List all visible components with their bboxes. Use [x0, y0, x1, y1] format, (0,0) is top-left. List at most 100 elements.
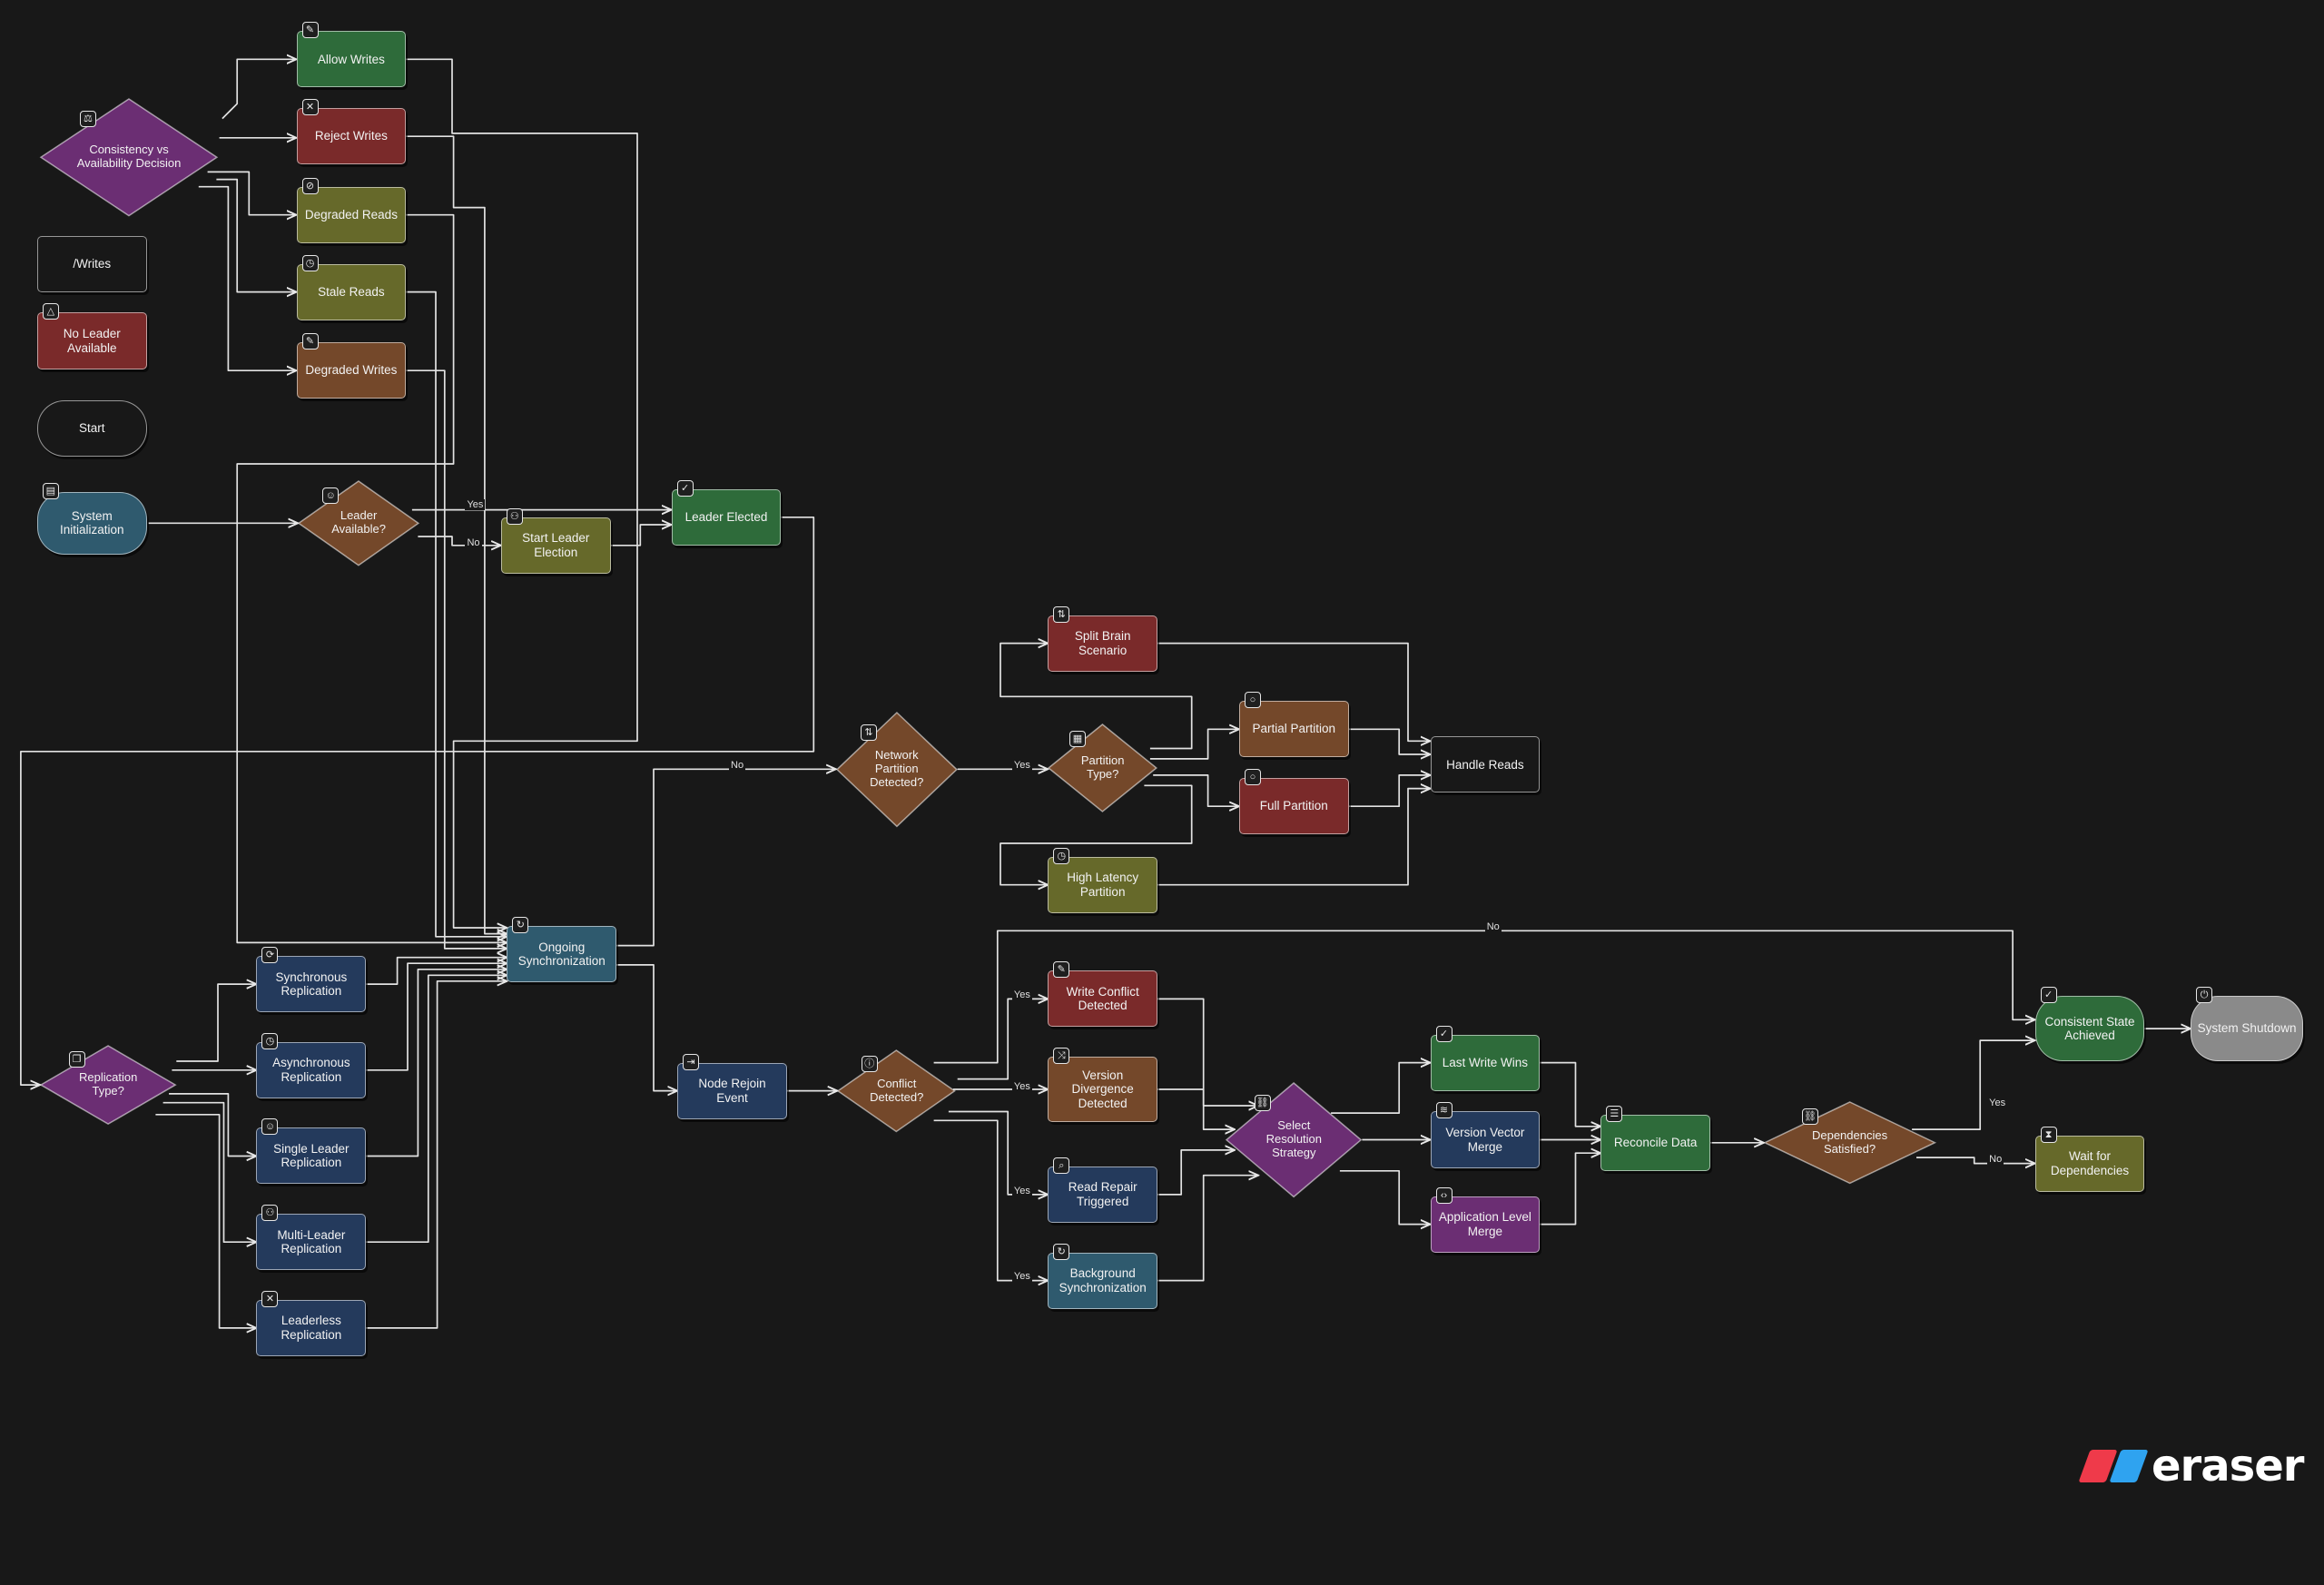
diamond-fill	[39, 97, 219, 217]
node-multi-leader[interactable]: Multi-Leader Replication	[256, 1214, 367, 1271]
node-label: Handle Reads	[1446, 757, 1524, 772]
node-split-brain[interactable]: Split Brain Scenario	[1048, 615, 1158, 672]
edge-sync_rep-to-ongoing_sync	[366, 958, 507, 985]
node-label: Full Partition	[1259, 799, 1328, 813]
node-sys-init[interactable]: System Initialization	[36, 492, 147, 555]
node-wait-deps[interactable]: Wait for Dependencies	[2034, 1135, 2145, 1192]
edge-app_merge-to-reconcile	[1540, 1153, 1600, 1226]
node-label: Write Conflict Detected	[1066, 984, 1139, 1013]
node-version-div[interactable]: Version Divergence Detected	[1048, 1057, 1158, 1122]
refresh-icon: ↻	[1053, 1243, 1070, 1260]
node-label: Leader Available?	[331, 508, 386, 537]
node-vv-merge[interactable]: Version Vector Merge	[1430, 1111, 1541, 1168]
list-icon: ☰	[1606, 1105, 1623, 1122]
edge-label-yes: Yes	[1987, 1098, 2008, 1109]
node-degraded-reads[interactable]: Degraded Reads	[296, 186, 407, 243]
node-partition-type[interactable]: Partition Type?	[1048, 723, 1158, 812]
node-label: Split Brain Scenario	[1074, 629, 1131, 657]
edge-consistency-to-degraded_reads	[207, 171, 297, 214]
node-consistent[interactable]: Consistent State Achieved	[2034, 996, 2145, 1061]
node-rep-type[interactable]: Replication Type?	[39, 1045, 177, 1126]
edge-async_rep-to-ongoing_sync	[366, 963, 507, 1071]
node-start-election[interactable]: Start Leader Election	[500, 517, 611, 574]
server-icon: ▤	[42, 483, 59, 500]
edge-reject_writes-to-ongoing_sync	[406, 135, 507, 933]
pencil-icon: ✎	[301, 22, 319, 39]
node-full-partition[interactable]: Full Partition	[1238, 778, 1349, 835]
node-reconcile[interactable]: Reconcile Data	[1600, 1114, 1711, 1171]
node-label: Degraded Reads	[304, 207, 398, 222]
edge-full_partition-to-handle_reads	[1348, 775, 1431, 808]
node-handle-reads[interactable]: Handle Reads	[1430, 736, 1541, 793]
node-writes[interactable]: /Writes	[36, 235, 147, 292]
node-leaderless[interactable]: Leaderless Replication	[256, 1299, 367, 1356]
node-label: Application Level Merge	[1438, 1210, 1531, 1238]
eraser-logo-text: eraser	[2152, 1441, 2304, 1491]
link-icon: ⛓	[1254, 1094, 1271, 1111]
node-deps[interactable]: Dependencies Satisfied?	[1763, 1101, 1936, 1185]
edge-lww-to-reconcile	[1540, 1061, 1600, 1127]
node-leader-avail[interactable]: Leader Available?	[297, 480, 420, 566]
node-single-leader[interactable]: Single Leader Replication	[256, 1127, 367, 1185]
node-high-latency[interactable]: High Latency Partition	[1048, 856, 1158, 913]
shuffle-icon: ⤨	[1053, 1048, 1070, 1065]
node-lww[interactable]: Last Write Wins	[1430, 1034, 1541, 1091]
node-partial-partition[interactable]: Partial Partition	[1238, 701, 1349, 758]
node-no-leader[interactable]: No Leader Available	[36, 312, 147, 369]
diamond-shape	[835, 711, 958, 828]
node-label: Start	[78, 421, 105, 436]
node-reject-writes[interactable]: Reject Writes	[296, 108, 407, 165]
edge-split_brain-to-handle_reads	[1157, 642, 1430, 742]
node-read-repair[interactable]: Read Repair Triggered	[1048, 1166, 1158, 1223]
sync-icon: ⟳	[261, 947, 279, 964]
node-label: Network Partition Detected?	[870, 747, 924, 789]
edge-partition_type-to-partial_partition	[1149, 729, 1239, 760]
node-label: Background Synchronization	[1059, 1266, 1147, 1295]
circle-icon: ○	[1244, 692, 1261, 709]
check-icon: ✓	[1435, 1025, 1452, 1042]
node-start[interactable]: Start	[36, 399, 147, 457]
diamond-shape	[1226, 1081, 1363, 1198]
eye-off-icon: ⊘	[301, 177, 319, 194]
diamond-fill	[1226, 1081, 1363, 1198]
edge-consistency-to-stale_reads	[216, 178, 296, 292]
node-write-conflict[interactable]: Write Conflict Detected	[1048, 970, 1158, 1028]
node-ongoing-sync[interactable]: Ongoing Synchronization	[507, 926, 617, 983]
node-degraded-writes[interactable]: Degraded Writes	[296, 342, 407, 399]
node-async-rep[interactable]: Asynchronous Replication	[256, 1041, 367, 1098]
node-leader-elected[interactable]: Leader Elected	[671, 488, 782, 546]
node-net-partition[interactable]: Network Partition Detected?	[835, 711, 958, 828]
scale-icon: ⚖	[79, 111, 96, 128]
grid-icon: ▦	[1068, 731, 1086, 748]
node-label: Reject Writes	[314, 129, 388, 143]
node-app-merge[interactable]: Application Level Merge	[1430, 1196, 1541, 1253]
code-icon: ‹›	[1435, 1186, 1452, 1204]
edge-label-no: No	[1484, 921, 1502, 933]
node-select-strategy[interactable]: Select Resolution Strategy	[1226, 1081, 1363, 1198]
node-label: Start Leader Election	[522, 531, 590, 559]
node-node-rejoin[interactable]: Node Rejoin Event	[677, 1062, 787, 1119]
edge-label-yes: Yes	[1011, 989, 1032, 1001]
edge-consistency-to-allow_writes	[222, 59, 297, 120]
node-consistency[interactable]: Consistency vs Availability Decision	[39, 97, 219, 217]
node-shutdown[interactable]: System Shutdown	[2191, 996, 2304, 1061]
edge-stale_reads-to-ongoing_sync	[406, 290, 507, 937]
users-icon: ⚇	[506, 507, 523, 525]
edge-ongoing_sync-to-net_partition	[616, 769, 836, 947]
edge-label-yes: Yes	[1011, 760, 1032, 772]
node-stale-reads[interactable]: Stale Reads	[296, 263, 407, 320]
layers-icon: ≋	[1435, 1102, 1452, 1119]
node-allow-writes[interactable]: Allow Writes	[296, 31, 407, 88]
edge-rep_type-to-single_leader	[169, 1093, 256, 1157]
node-label: Allow Writes	[317, 52, 385, 66]
node-label: Wait for Dependencies	[2050, 1149, 2130, 1177]
node-bg-sync[interactable]: Background Synchronization	[1048, 1252, 1158, 1309]
node-sync-rep[interactable]: Synchronous Replication	[256, 956, 367, 1013]
node-conflict[interactable]: Conflict Detected?	[837, 1048, 957, 1133]
refresh-icon: ↻	[512, 917, 529, 934]
edge-high_latency-to-handle_reads	[1157, 789, 1430, 886]
edge-leader_elected-to-rep_type	[20, 516, 815, 1085]
clock-icon: ◷	[301, 254, 319, 271]
node-label: Dependencies Satisfied?	[1811, 1127, 1888, 1156]
user-icon: ☺	[322, 487, 340, 505]
